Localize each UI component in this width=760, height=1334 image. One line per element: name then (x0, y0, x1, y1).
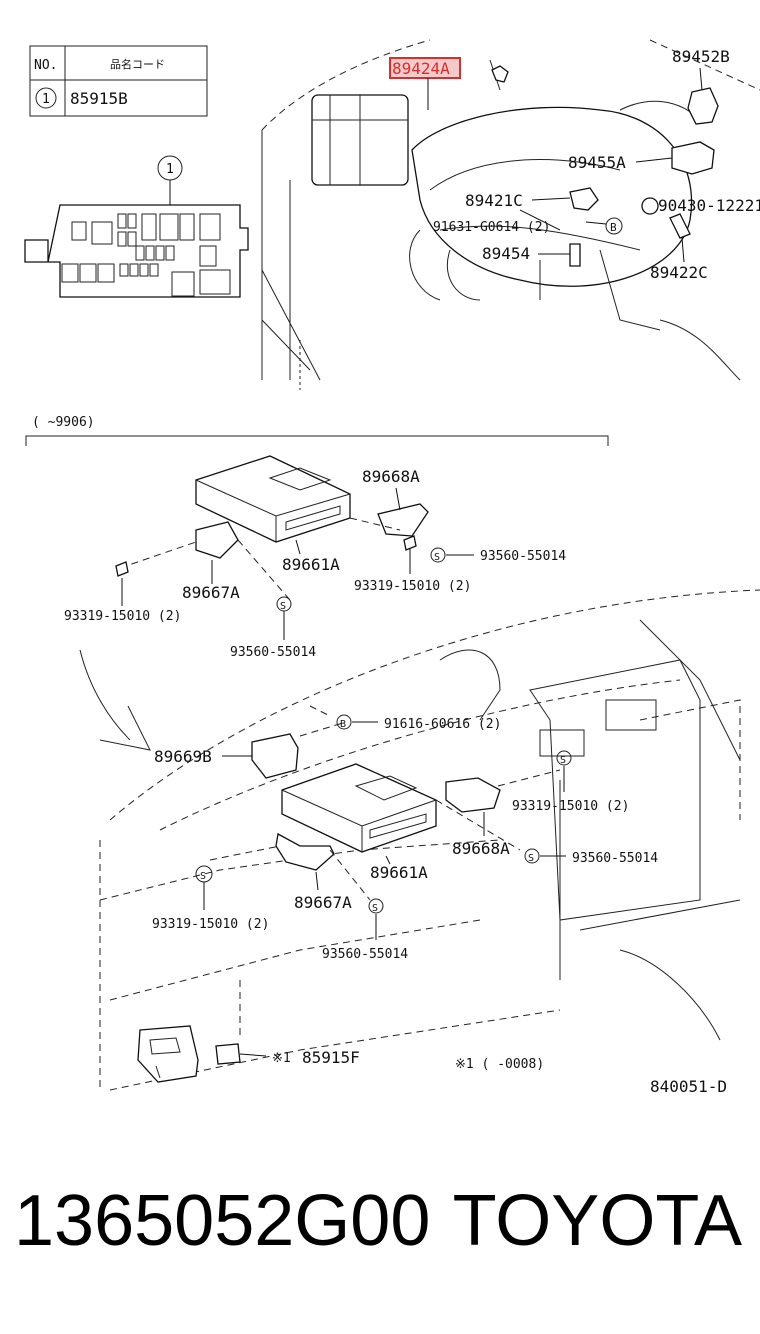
lower-b-mark: B (340, 719, 346, 730)
lower-ecu-assembly (209, 705, 561, 901)
legend-header-code: 品名コード (110, 57, 165, 71)
label-89452B[interactable]: 89452B (672, 47, 730, 66)
lower-label-93319-right[interactable]: 93319-15010 (2) (512, 799, 629, 814)
note-range: ※1 ( -0008) (455, 1057, 544, 1072)
parts-diagram: NO. 品名コード 1 85915B 1 (24, 39, 760, 1096)
legend-header-no: NO. (34, 58, 57, 73)
upper-label-93560-right[interactable]: 93560-55014 (480, 549, 566, 564)
highlighted-part-label: 89424A (392, 59, 450, 78)
lower-label-89661A[interactable]: 89661A (370, 863, 428, 882)
diagram-code: 840051-D (650, 1077, 727, 1096)
upper-label-89661A[interactable]: 89661A (282, 555, 340, 574)
upper-label-93319-left[interactable]: 93319-15010 (2) (64, 609, 181, 624)
engine-bay-sketch (261, 39, 760, 390)
upper-label-89668A[interactable]: 89668A (362, 467, 420, 486)
lower-s-mark-right-top: S (560, 755, 566, 766)
upper-ecu-assembly (115, 455, 429, 601)
label-91631[interactable]: 91631-G0614 (2) (433, 220, 550, 235)
upper-label-93560-left[interactable]: 93560-55014 (230, 645, 316, 660)
relay-mark: ※1 (272, 1051, 291, 1066)
upper-s-mark-left: S (280, 601, 286, 612)
lower-label-89668A[interactable]: 89668A (452, 839, 510, 858)
highlighted-part-89424A[interactable]: 89424A (389, 57, 461, 79)
label-89454[interactable]: 89454 (482, 244, 530, 263)
lower-label-89667A[interactable]: 89667A (294, 893, 352, 912)
relay-85915F (137, 1025, 241, 1083)
lower-s-mark-bottom: S (372, 903, 378, 914)
relay-block-callout: 1 (166, 162, 174, 177)
relay-label-85915F[interactable]: 85915F (302, 1048, 360, 1067)
label-90430[interactable]: 90430-12221 (658, 196, 760, 215)
lower-s-mark-left: S (200, 871, 206, 882)
upper-label-89667A[interactable]: 89667A (182, 583, 240, 602)
b-mark-top: B (610, 221, 617, 234)
sensor-89452B-icon (687, 87, 719, 125)
arrow-icon (79, 649, 151, 751)
sensor-89421C-icon (569, 187, 599, 211)
upper-s-mark-right: S (434, 552, 440, 563)
footer-brand: TOYOTA (452, 1181, 742, 1261)
screw-icon (403, 535, 417, 551)
lower-label-93319-left[interactable]: 93319-15010 (2) (152, 917, 269, 932)
label-89421C[interactable]: 89421C (465, 191, 523, 210)
label-89455A[interactable]: 89455A (568, 153, 626, 172)
footer-part-number: 1365052G00 (14, 1181, 431, 1261)
footer: 1365052G00 TOYOTA (0, 1180, 760, 1290)
label-89422C[interactable]: 89422C (650, 263, 708, 282)
legend-row-no: 1 (42, 92, 50, 107)
lower-label-91616[interactable]: 91616-60616 (2) (384, 717, 501, 732)
legend-table: NO. 品名コード 1 85915B (29, 45, 208, 117)
screw-icon (115, 561, 129, 577)
sensor-89455A-icon (671, 141, 715, 175)
legend-row-code: 85915B (70, 89, 128, 108)
range-top: ( ~9906) (32, 415, 95, 430)
sensor-89454-icon (569, 243, 581, 267)
lower-label-89669B[interactable]: 89669B (154, 747, 212, 766)
lower-label-93560-left[interactable]: 93560-55014 (322, 947, 408, 962)
upper-label-93319-right[interactable]: 93319-15010 (2) (354, 579, 471, 594)
relay-block: 1 (24, 155, 249, 298)
lower-label-93560-right[interactable]: 93560-55014 (572, 851, 658, 866)
bolt-icon (491, 65, 509, 83)
dashboard-sketch (99, 589, 760, 1091)
lower-s-mark-right: S (528, 853, 534, 864)
sensor-89422C-icon (669, 213, 691, 239)
